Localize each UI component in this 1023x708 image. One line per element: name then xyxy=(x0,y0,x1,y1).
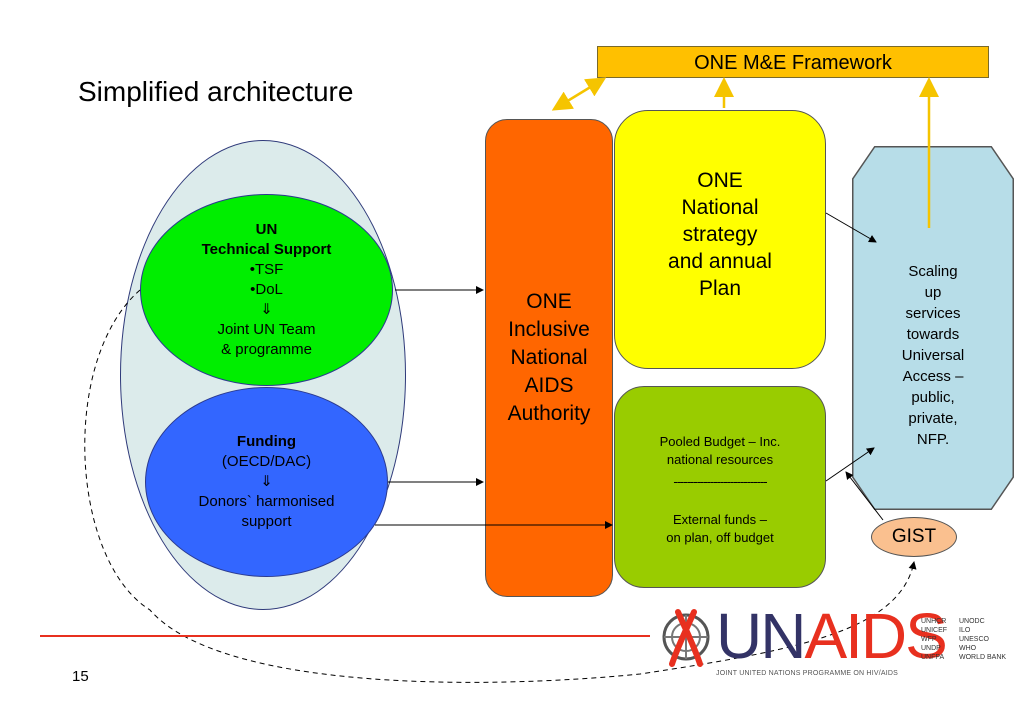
cosponsor: UNHCR xyxy=(921,618,947,625)
cosponsor-list-2: UNODC ILO UNESCO WHO WORLD BANK xyxy=(959,617,1006,662)
strategy-line: National xyxy=(681,196,759,219)
scaling-line: up xyxy=(924,284,942,301)
strategy-line: ONE xyxy=(697,169,743,192)
un-down-arrow: ⇓ xyxy=(260,301,273,318)
un-title-line1: UN xyxy=(255,221,278,238)
page-number: 15 xyxy=(72,668,89,685)
authority-line: Inclusive xyxy=(508,318,590,341)
budget-separator: ---------------------------- xyxy=(673,474,767,489)
authority-line: National xyxy=(510,346,588,369)
logo-un: UN xyxy=(716,600,806,672)
un-emblem-icon xyxy=(662,609,710,667)
strategy-line: Plan xyxy=(698,277,742,300)
cosponsor: UNFPA xyxy=(921,654,945,661)
scaling-line: Scaling xyxy=(908,263,958,280)
scaling-up-text: Scaling up services towards Universal Ac… xyxy=(852,261,1014,450)
budget-box: Pooled Budget – Inc. national resources … xyxy=(614,386,826,588)
scaling-up-octagon xyxy=(852,146,1014,510)
scaling-line: Universal xyxy=(901,347,965,364)
pooled-line1: Pooled Budget – Inc. xyxy=(659,434,781,449)
scaling-line: services xyxy=(905,305,961,322)
funding-circle: Funding (OECD/DAC) ⇓ Donors` harmonised … xyxy=(145,387,388,577)
strategy-line: strategy xyxy=(682,223,758,246)
funding-down-arrow: ⇓ xyxy=(260,473,273,490)
funding-subtitle: (OECD/DAC) xyxy=(221,453,312,470)
slide-title: Simplified architecture xyxy=(78,76,354,107)
pooled-line2: national resources xyxy=(666,452,774,467)
authority-line: Authority xyxy=(507,402,591,425)
gold-arrow-authority xyxy=(551,77,607,111)
cosponsor: UNODC xyxy=(959,618,985,625)
national-strategy-box: ONE National strategy and annual Plan xyxy=(614,110,826,369)
pooled-budget-text: Pooled Budget – Inc. national resources xyxy=(615,433,825,469)
cosponsor: ILO xyxy=(959,627,971,634)
un-result-line2: & programme xyxy=(221,341,312,358)
cosponsor: WFP xyxy=(921,636,937,643)
cosponsor: WORLD BANK xyxy=(959,654,1007,661)
gist-ellipse: GIST xyxy=(871,517,957,557)
scaling-line: Access – xyxy=(902,368,964,385)
cosponsor: UNDP xyxy=(921,645,941,652)
cosponsor: UNICEF xyxy=(921,627,948,634)
funding-result-line1: Donors` harmonised xyxy=(198,493,335,510)
un-technical-support-circle: UN Technical Support •TSF •DoL ⇓ Joint U… xyxy=(140,194,393,386)
arrow-strategy-to-scaling xyxy=(825,212,877,243)
scaling-line: towards xyxy=(906,326,960,343)
me-framework-box: ONE M&E Framework xyxy=(597,46,989,78)
logo-aids: AIDS xyxy=(804,600,947,672)
scaling-line: private, xyxy=(908,410,958,427)
arrow-gist-to-scaling xyxy=(845,471,884,521)
strategy-line: and annual xyxy=(668,250,772,273)
national-aids-authority-box: ONE Inclusive National AIDS Authority xyxy=(485,119,613,597)
funding-title: Funding xyxy=(236,433,297,450)
external-funds-text: External funds – on plan, off budget xyxy=(615,511,825,547)
authority-line: ONE xyxy=(526,290,572,313)
funding-result-line2: support xyxy=(241,513,292,530)
external-line2: on plan, off budget xyxy=(666,530,774,545)
unaids-logo: UNAIDS xyxy=(716,604,948,668)
scaling-line: NFP. xyxy=(916,431,950,448)
cosponsor: UNESCO xyxy=(959,636,989,643)
authority-line: AIDS xyxy=(524,374,574,397)
logo-subtitle: JOINT UNITED NATIONS PROGRAMME ON HIV/AI… xyxy=(716,670,898,677)
external-line1: External funds – xyxy=(673,512,767,527)
un-item-dol: •DoL xyxy=(250,281,283,298)
dashed-curve-to-gist xyxy=(84,289,917,683)
un-item-tsf: •TSF xyxy=(249,261,284,278)
cosponsor-list-1: UNHCR UNICEF WFP UNDP UNFPA xyxy=(921,617,947,662)
scaling-line: public, xyxy=(911,389,955,406)
red-divider-line xyxy=(40,635,650,637)
un-title-line2: Technical Support xyxy=(201,241,332,258)
un-result-line1: Joint UN Team xyxy=(217,321,316,338)
cosponsor: WHO xyxy=(959,645,977,652)
arrow-budget-to-scaling xyxy=(825,447,875,482)
scaling-octagon-outline xyxy=(852,146,1014,510)
